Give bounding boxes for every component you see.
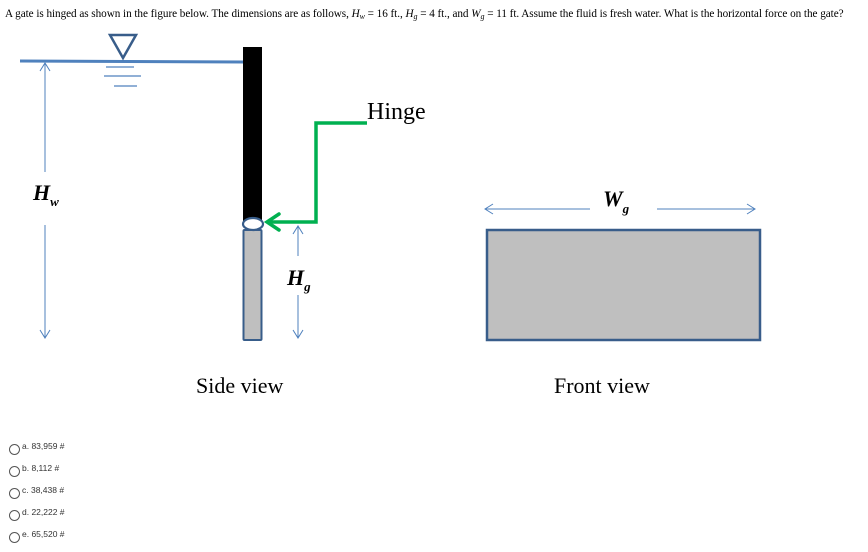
water-surface — [19, 33, 245, 87]
wg-dimension — [484, 203, 756, 215]
wg-label: Wg — [603, 186, 630, 216]
option-d[interactable]: d. 22,222 # — [9, 502, 65, 524]
option-label: b. 8,112 # — [22, 463, 60, 473]
hg-value: = 4 ft., and — [417, 8, 472, 20]
question-text: A gate is hinged as shown in the figure … — [5, 8, 868, 21]
hg-sub: g — [413, 12, 418, 21]
water-level-triangle-icon — [107, 33, 139, 61]
hinge-pointer-arrow — [263, 121, 367, 232]
radio-button[interactable] — [9, 509, 20, 521]
side-view-label: Side view — [196, 373, 283, 398]
option-label: e. 65,520 # — [22, 529, 65, 539]
radio-button[interactable] — [9, 531, 20, 543]
gate-figure: Hw Hg Hinge Side view Wg Front view — [12, 33, 762, 398]
hinge-label: Hinge — [367, 99, 426, 125]
option-b[interactable]: b. 8,112 # — [9, 458, 65, 480]
gate-side — [242, 229, 263, 341]
hw-sub: w — [359, 12, 365, 21]
hw-symbol: H — [351, 8, 360, 20]
option-label: c. 38,438 # — [22, 485, 65, 495]
option-label: a. 83,959 # — [22, 441, 65, 451]
question-intro: A gate is hinged as shown in the figure … — [5, 8, 352, 20]
hw-value: = 16 ft., — [364, 8, 406, 20]
wg-value: = 11 ft. Assume the fluid is fresh water… — [484, 8, 844, 20]
radio-button[interactable] — [9, 465, 20, 477]
radio-button[interactable] — [9, 487, 20, 499]
hw-label: Hw — [32, 180, 59, 209]
hg-symbol: H — [405, 8, 414, 20]
gate-front — [485, 228, 762, 342]
option-label: d. 22,222 # — [22, 507, 65, 517]
option-e[interactable]: e. 65,520 # — [9, 524, 65, 546]
hg-label: Hg — [286, 265, 311, 294]
answer-options: a. 83,959 # b. 8,112 # c. 38,438 # d. 22… — [9, 436, 65, 546]
option-a[interactable]: a. 83,959 # — [9, 436, 65, 458]
wg-sub: g — [480, 12, 485, 21]
hinge-icon — [241, 216, 265, 232]
hw-dimension — [39, 62, 51, 339]
option-c[interactable]: c. 38,438 # — [9, 480, 65, 502]
hg-dimension — [292, 225, 304, 339]
wg-symbol: W — [471, 8, 481, 20]
radio-button[interactable] — [9, 443, 20, 455]
front-view-label: Front view — [554, 373, 650, 398]
wall — [243, 47, 262, 221]
